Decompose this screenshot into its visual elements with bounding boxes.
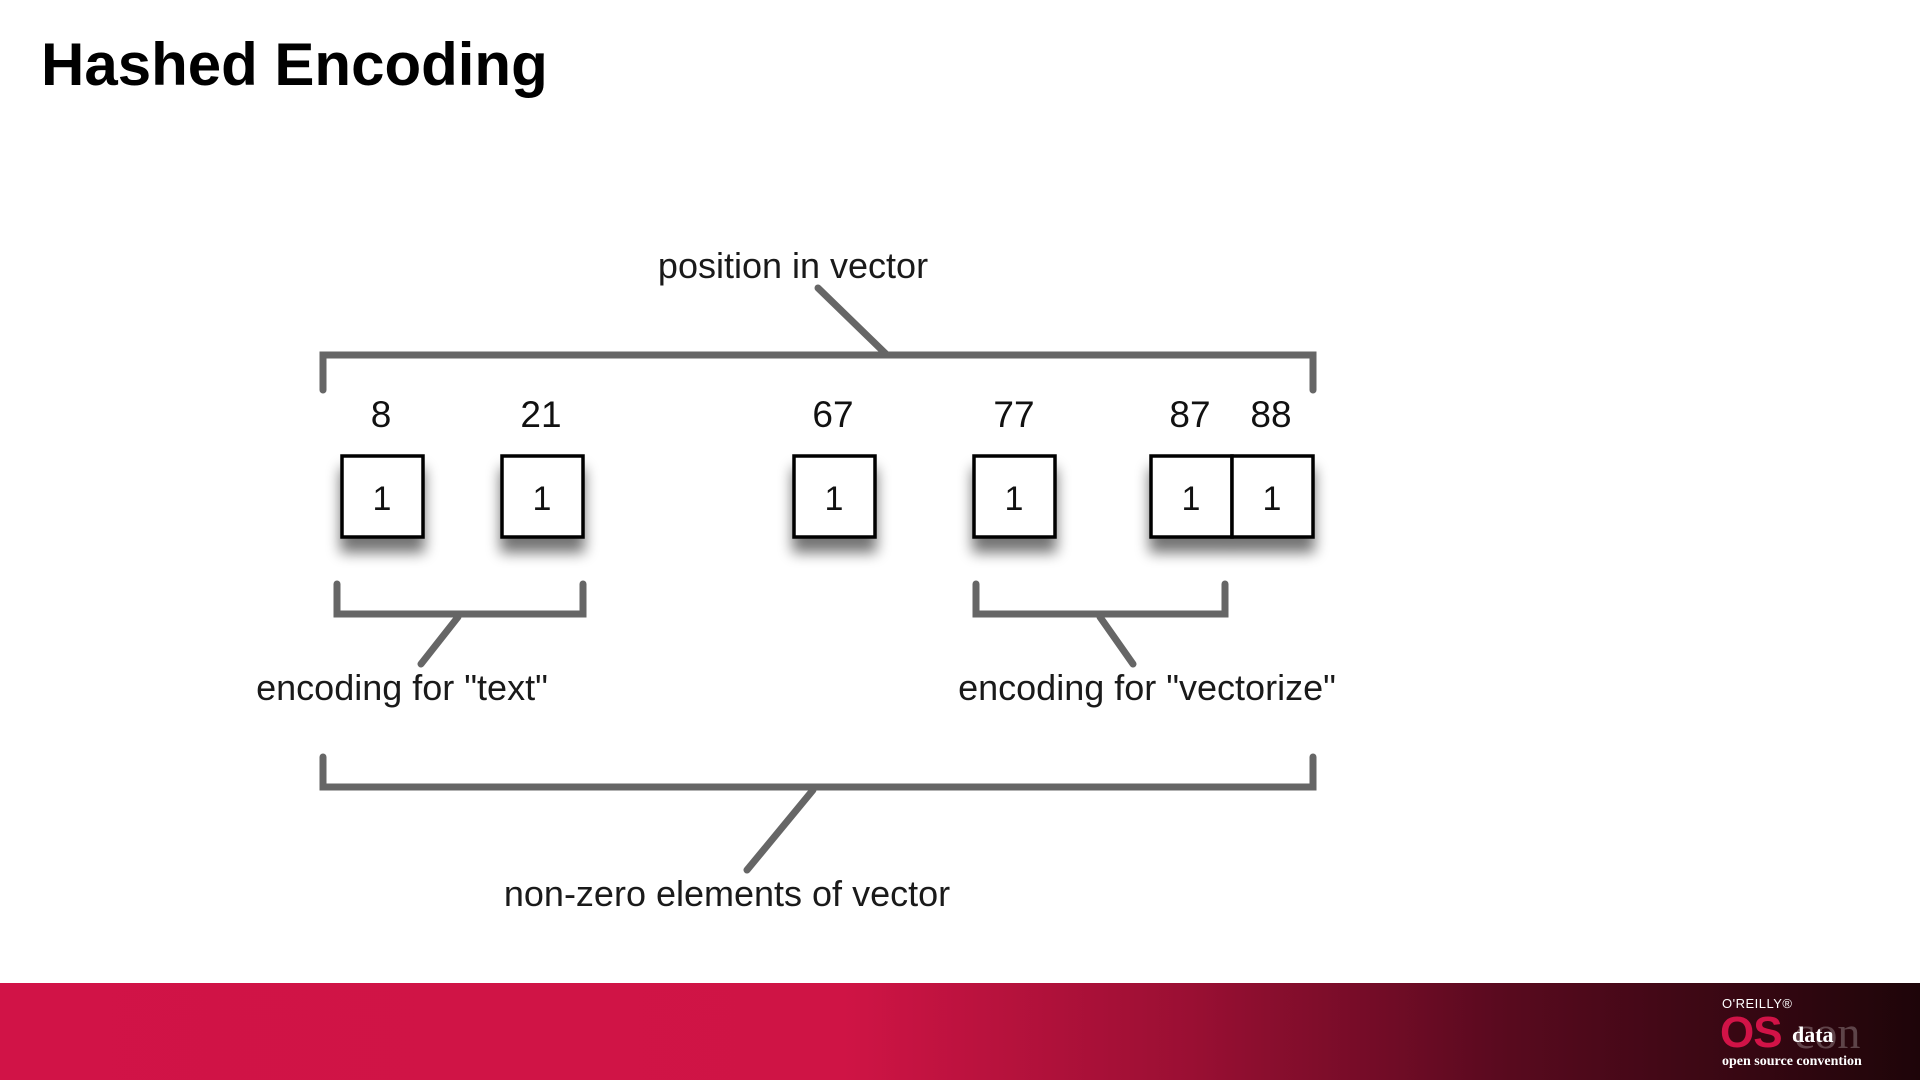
vector-cell-box (972, 454, 1057, 539)
vector-cell-box (500, 454, 585, 539)
non-zero-leader (743, 786, 817, 874)
vectorize-encoding-label: encoding for "vectorize" (958, 667, 1336, 708)
hashed-encoding-diagram: position in vector 8 21 67 77 87 88 1 1 … (256, 245, 1336, 914)
position-label: 87 (1169, 394, 1210, 435)
publisher-wordmark: O'REILLY® (1722, 996, 1793, 1011)
position-in-vector-label: position in vector (658, 245, 928, 286)
position-label: 8 (371, 394, 392, 435)
vectorize-encoding-bracket (972, 580, 1229, 618)
vector-cell-box (1230, 454, 1315, 539)
vector-cell-box (792, 454, 877, 539)
vector-cell-value: 1 (1263, 480, 1282, 518)
footer-bar (0, 983, 1920, 1080)
vector-cell-value: 1 (825, 480, 844, 518)
position-leader-line (814, 284, 891, 359)
text-encoding-bracket (333, 580, 587, 618)
brand-con: con (1794, 1007, 1861, 1058)
position-bracket (319, 351, 1317, 394)
slide-title: Hashed Encoding (41, 31, 548, 98)
position-label: 77 (993, 394, 1034, 435)
non-zero-bracket (319, 753, 1317, 791)
vector-cell-box (1149, 454, 1234, 539)
text-encoding-leader (417, 613, 462, 668)
non-zero-elements-label: non-zero elements of vector (504, 873, 950, 914)
vector-cell-value: 1 (533, 480, 552, 518)
position-label: 88 (1250, 394, 1291, 435)
vector-cell-box (340, 454, 425, 539)
vector-cells (340, 454, 1315, 539)
position-label: 67 (812, 394, 853, 435)
brand-os: OS (1720, 1008, 1783, 1057)
vectorize-encoding-leader (1096, 613, 1137, 668)
brand-tagline: open source convention (1722, 1054, 1862, 1069)
vector-cell-value: 1 (1182, 480, 1201, 518)
vector-cell-value: 1 (373, 480, 392, 518)
text-encoding-label: encoding for "text" (256, 667, 548, 708)
position-label: 21 (520, 394, 561, 435)
vector-cell-value: 1 (1005, 480, 1024, 518)
brand-data: data (1792, 1022, 1834, 1047)
oscon-logo: O'REILLY® OS con data open source conven… (1720, 996, 1900, 1074)
